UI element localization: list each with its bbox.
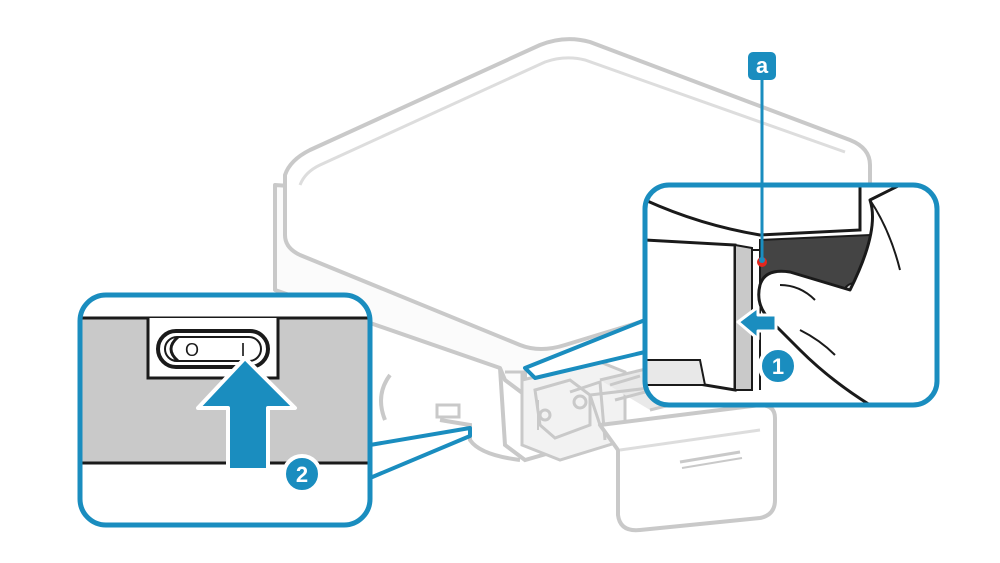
step-1-label: 1 <box>772 354 784 379</box>
step-2-label: 2 <box>296 462 308 487</box>
arrow-left-icon <box>736 305 778 341</box>
callout-a: a <box>748 52 776 263</box>
step-1-badge: 1 <box>758 346 798 386</box>
callout-a-label: a <box>756 53 769 78</box>
switch-on-mark: I <box>240 340 245 360</box>
step-2-badge: 2 <box>282 454 322 494</box>
right-callout-connector <box>523 318 646 380</box>
power-switch-inset: O I 2 <box>77 292 373 528</box>
left-callout-connector <box>369 426 472 480</box>
switch-off-mark: O <box>185 340 199 360</box>
arrow-up-icon <box>196 356 297 472</box>
power-button-inset: 1 <box>642 182 940 408</box>
